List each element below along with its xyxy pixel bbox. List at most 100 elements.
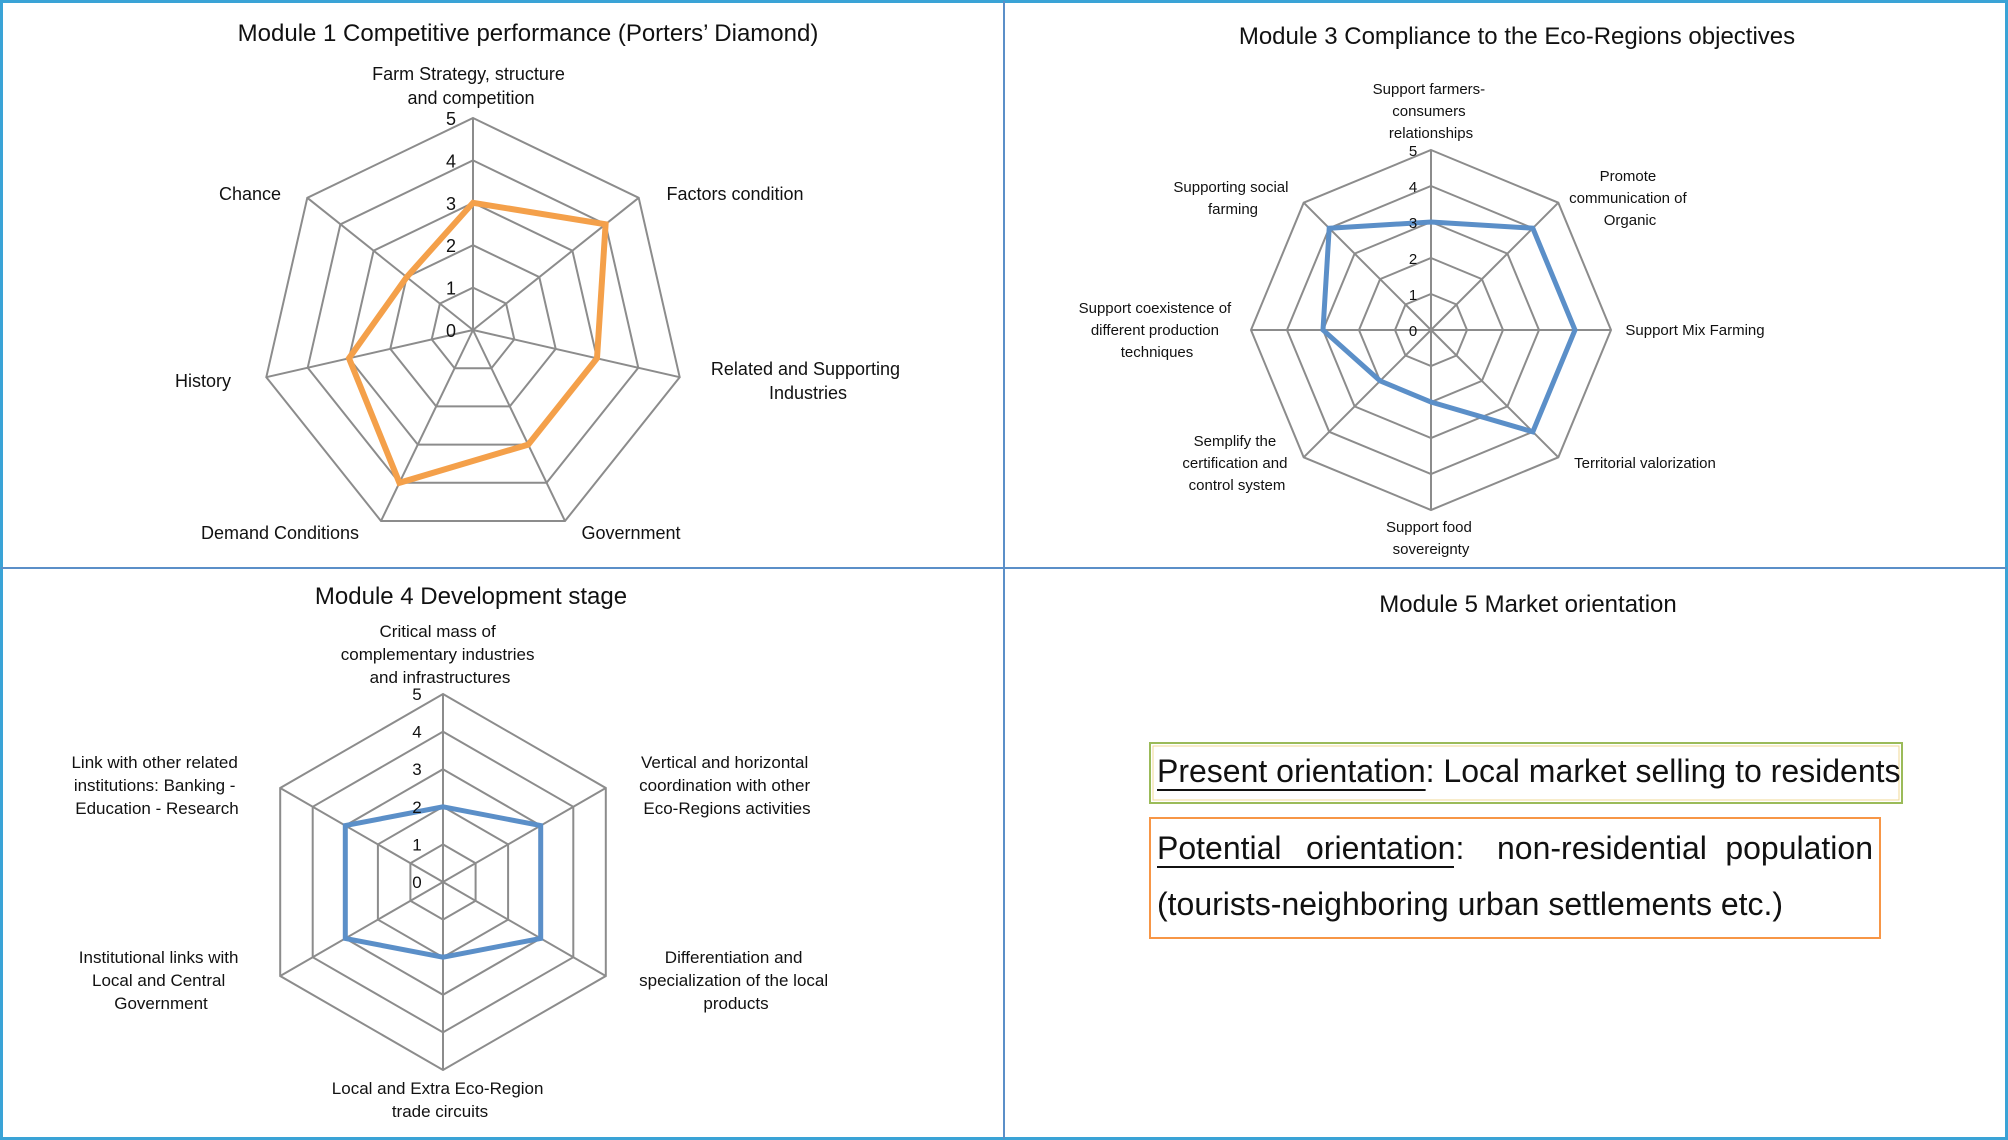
module3-title: Module 3 Compliance to the Eco-Regions o…	[1239, 23, 1795, 50]
module4-axis-label-critical-mass-line1: Critical mass of	[380, 622, 496, 641]
module1-axis-label-history: History	[175, 371, 231, 391]
module4-axis-label-institutional-links-line1: Institutional links with	[79, 948, 239, 967]
module4-axis-label-related-institutions: Link with other related institutions: Ba…	[71, 753, 242, 818]
module1-spoke-4	[380, 329, 474, 522]
module1-axis-label-government: Government	[581, 523, 680, 543]
module3-grid	[1249, 148, 1613, 512]
module4-title: Module 4 Development stage	[315, 583, 627, 610]
module3-axis-label-farmers-consumers-line2: consumers	[1392, 103, 1465, 120]
module1-grid	[265, 116, 681, 522]
module4-axis-label-coordination: Vertical and horizontal coordination wit…	[639, 753, 815, 818]
module1-axis-label-related-industries-line2: Industries	[769, 383, 847, 403]
module3-axis-label-certification: Semplify the certification and control s…	[1182, 433, 1291, 494]
module4-series	[342, 804, 544, 960]
module4-tick-3: 3	[412, 760, 421, 779]
module3-tick-0: 0	[1409, 323, 1417, 340]
module4-axis-label-related-institutions-line2: institutions: Banking -	[74, 776, 236, 795]
module4-axis-label-differentiation: Differentiation and specialization of th…	[639, 948, 833, 1013]
module1-ring-4	[306, 159, 640, 484]
module1-axis-label-factors-condition: Factors condition	[666, 184, 803, 204]
module4-axis-label-related-institutions-line1: Link with other related	[71, 753, 237, 772]
module4-axis-label-trade-circuits-line2: trade circuits	[392, 1102, 488, 1121]
module3-axis-label-coexistence-line3: techniques	[1121, 344, 1194, 361]
module1-spoke-6	[306, 197, 474, 331]
module4-spoke-2	[442, 881, 607, 977]
module3-tick-1: 1	[1409, 287, 1417, 304]
module1-chart: Module 1 Competitive performance (Porter…	[175, 20, 905, 543]
module3-tick-4: 4	[1409, 179, 1417, 196]
potential-orientation-line2: (tourists-neighboring urban settlements …	[1157, 886, 1783, 922]
module4-tick-5: 5	[412, 685, 421, 704]
module1-ring-1	[430, 286, 516, 370]
module1-tick-0: 0	[446, 321, 456, 341]
module4-tick-4: 4	[412, 723, 421, 742]
module3-axis-label-social-farming: Supporting social farming	[1173, 179, 1292, 218]
module3-axis-label-farmers-consumers-line3: relationships	[1389, 125, 1473, 142]
module4-spoke-4	[279, 881, 444, 977]
module4-tick-0: 0	[412, 873, 421, 892]
module3-tick-2: 2	[1409, 251, 1417, 268]
module5-panel: Module 5 Market orientation Present orie…	[1149, 591, 1903, 939]
module3-tick-labels: 0 1 2 3 4 5	[1409, 143, 1417, 340]
module4-axis-label-trade-circuits: Local and Extra Eco-Region trade circuit…	[332, 1079, 548, 1121]
module1-ring-5	[265, 116, 681, 522]
module4-axis-label-critical-mass-line3: and infrastructures	[370, 668, 511, 687]
module4-axis-label-critical-mass: Critical mass of complementary industrie…	[341, 622, 539, 687]
module3-series	[1320, 219, 1578, 435]
module1-tick-2: 2	[446, 236, 456, 256]
module3-axis-label-coexistence: Support coexistence of different product…	[1079, 300, 1236, 361]
module4-grid	[279, 692, 607, 1072]
module3-axis-label-farmers-consumers-line1: Support farmers-	[1373, 81, 1486, 98]
present-orientation-box-inner	[1152, 745, 1900, 801]
module3-tick-3: 3	[1409, 215, 1417, 232]
module1-spoke-2	[472, 329, 680, 379]
module3-axis-label-promote-organic-line3: Organic	[1604, 212, 1657, 229]
module4-tick-1: 1	[412, 835, 421, 854]
module4-chart: Module 4 Development stage 0 1 2 3 4 5 Critic…	[71, 583, 833, 1121]
module3-chart: Module 3 Compliance to the Eco-Regions o…	[1079, 23, 1796, 558]
module1-spoke-3	[472, 329, 566, 522]
module4-axis-label-institutional-links: Institutional links with Local and Centr…	[79, 948, 243, 1013]
module1-spoke-5	[266, 329, 474, 379]
module1-ring-3	[347, 201, 599, 446]
module1-axis-label-related-industries: Related and Supporting Industries	[711, 359, 905, 403]
module3-axis-label-promote-organic-line2: communication of	[1569, 190, 1687, 207]
module3-axis-label-social-farming-line1: Supporting social	[1173, 179, 1288, 196]
module3-axis-label-coexistence-line2: different production	[1091, 322, 1219, 339]
potential-orientation-word2: orientation:	[1306, 830, 1464, 866]
module3-axis-label-territorial: Territorial valorization	[1574, 455, 1716, 472]
module5-title: Module 5 Market orientation	[1379, 591, 1677, 618]
module3-axis-label-certification-line3: control system	[1189, 477, 1286, 494]
present-orientation-value: : Local market selling to residents	[1426, 753, 1901, 789]
module3-axis-label-coexistence-line1: Support coexistence of	[1079, 300, 1232, 317]
potential-orientation-word2-text: orientation	[1306, 830, 1455, 866]
module4-axis-label-coordination-line3: Eco-Regions activities	[643, 799, 810, 818]
module3-axis-label-certification-line1: Semplify the	[1194, 433, 1277, 450]
module4-axis-label-institutional-links-line3: Government	[114, 994, 208, 1013]
module1-series-0-line	[345, 199, 609, 487]
module3-axis-label-promote-organic: Promote communication of Organic	[1569, 168, 1691, 229]
module1-axis-label-related-industries-line1: Related and Supporting	[711, 359, 900, 379]
module1-series	[345, 199, 609, 487]
module1-title: Module 1 Competitive performance (Porter…	[238, 20, 819, 47]
module1-axis-label-farm-strategy-line1: Farm Strategy, structure	[372, 64, 565, 84]
module4-tick-labels: 0 1 2 3 4 5	[412, 685, 421, 892]
module3-spoke-3	[1430, 329, 1560, 459]
module4-axis-label-critical-mass-line2: complementary industries	[341, 645, 535, 664]
present-orientation-label: Present orientation	[1157, 753, 1426, 789]
potential-orientation-box	[1149, 817, 1881, 939]
module1-tick-4: 4	[446, 151, 456, 171]
module3-spoke-5	[1302, 329, 1432, 459]
module4-axis-label-differentiation-line1: Differentiation and	[665, 948, 803, 967]
module1-spoke-1	[472, 197, 640, 331]
module4-tick-2: 2	[412, 798, 421, 817]
module4-axis-label-differentiation-line3: products	[703, 994, 768, 1013]
module3-tick-5: 5	[1409, 143, 1417, 160]
module1-tick-5: 5	[446, 109, 456, 129]
module3-axis-label-food-sovereignty-line2: sovereignty	[1393, 541, 1470, 558]
present-orientation-box	[1149, 742, 1903, 804]
potential-orientation-word3: non-residential	[1497, 830, 1707, 866]
